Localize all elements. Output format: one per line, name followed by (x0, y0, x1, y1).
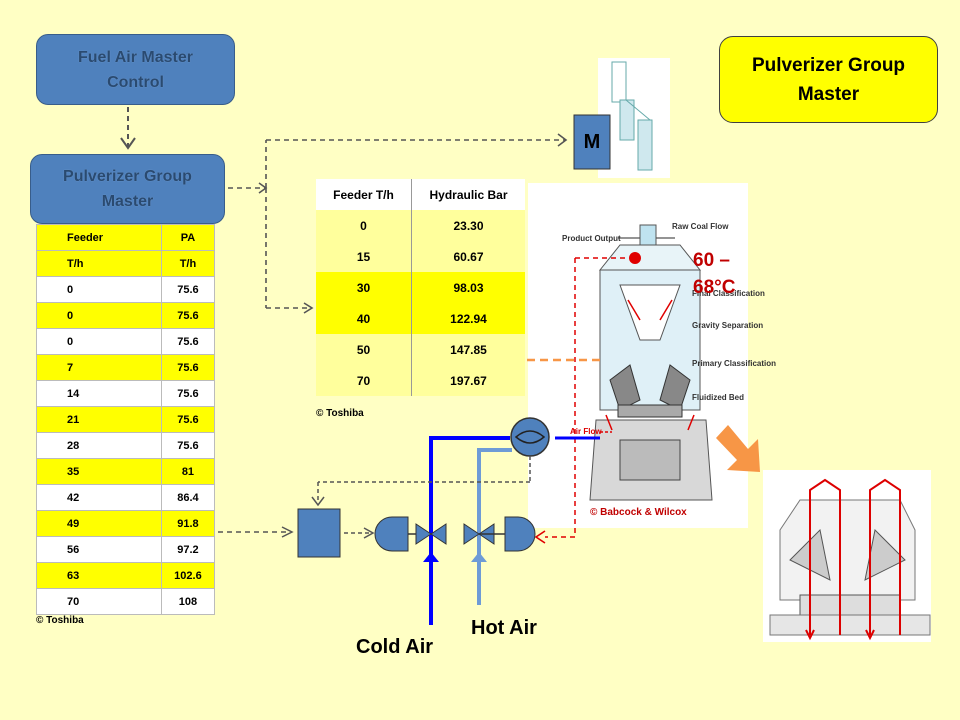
hydraulic-bar-cell: 122.94 (450, 311, 487, 326)
hot-air-label: Hot Air (471, 617, 537, 639)
feeder-cell: 42 (36, 484, 162, 511)
feeder-cell: 14 (36, 380, 162, 407)
motor-box (573, 114, 611, 170)
hot-air-actuator (504, 516, 536, 552)
hydraulic-bar-cell: 60.67 (453, 249, 484, 264)
table-row: 50 147.85 (316, 334, 525, 365)
primary-classification-label: Primary Classification (692, 359, 777, 368)
feeder-header-1: Feeder (36, 224, 162, 251)
cold-air-line (429, 436, 510, 625)
flow-meter-icon (510, 417, 550, 457)
hydraulic-bar-cell: 23.30 (453, 218, 484, 233)
hydraulic-table-header: Feeder T/h Hydraulic Bar (316, 179, 525, 210)
hydraulic-feeder-cell: 70 (316, 365, 412, 396)
feeder-cell: 28 (36, 432, 162, 459)
raw-coal-flow-label: Raw Coal Flow (672, 222, 729, 231)
hydraulic-header-feeder: Feeder T/h (316, 179, 412, 210)
hydraulic-feeder-cell: 40 (316, 303, 412, 334)
pa-cell: 108 (160, 588, 216, 615)
hot-air-arrowhead (471, 552, 487, 562)
hot-air-line (477, 448, 512, 605)
temperature-feedback-loop (545, 257, 628, 538)
fluidized-bed-label: Fluidized Bed (692, 393, 744, 402)
pa-header-1: PA (160, 224, 216, 251)
gravity-separation-label: Gravity Separation (692, 321, 764, 330)
pa-cell: 75.6 (160, 354, 216, 381)
feeder-table-header: Feeder PA (36, 224, 216, 251)
hydraulic-feeder-cell: 50 (316, 334, 412, 365)
fuel-air-master-line1: Fuel Air Master (78, 48, 193, 66)
feeder-cell: 70 (36, 588, 162, 615)
pulverizer-mill-drawing (528, 183, 748, 528)
detail-arrow-icon (716, 425, 760, 472)
pulverizer-master-left-line1: Pulverizer Group (63, 168, 192, 185)
cold-air-arrowhead (423, 552, 439, 562)
feeder-header-2: T/h (36, 250, 162, 277)
temperature-line2: 68°C (693, 277, 736, 298)
mill-detail-drawing (763, 470, 931, 642)
product-output-label: Product Output (562, 234, 621, 243)
fuel-air-master-line2: Control (107, 73, 164, 91)
hydraulic-bar-cell: 147.85 (450, 342, 487, 357)
pulverizer-master-right-line2: Master (797, 83, 860, 105)
table-row: 40 122.94 (316, 303, 525, 334)
table-row: 70 197.67 (316, 365, 525, 396)
temperature-line1: 60 – (693, 250, 730, 271)
feeder-cell: 56 (36, 536, 162, 563)
hydraulic-header-bar: Hydraulic Bar (429, 187, 508, 202)
pa-cell: 75.6 (160, 302, 216, 329)
cold-air-valve-icon (415, 523, 447, 545)
pulverizer-master-left-box: Pulverizer Group Master (30, 154, 225, 224)
motor-label: M (583, 130, 601, 153)
mill-credit: © Babcock & Wilcox (590, 507, 687, 518)
final-classification-label: Final Classification (692, 289, 765, 298)
pa-cell: 75.6 (160, 276, 216, 303)
hydraulic-feeder-cell: 30 (316, 272, 412, 303)
feeder-cell: 0 (36, 276, 162, 303)
cold-air-actuator (374, 516, 409, 552)
hydraulic-feeder-cell: 15 (316, 241, 412, 272)
table-row: 15 60.67 (316, 241, 525, 272)
hydraulic-table-credit: © Toshiba (316, 408, 364, 419)
pulverizer-master-right-line1: Pulverizer Group (751, 54, 906, 76)
pa-cell: 75.6 (160, 380, 216, 407)
pulverizer-master-right-box: Pulverizer Group Master (719, 36, 938, 123)
feeder-cell: 63 (36, 562, 162, 589)
air-flow-label: Air Flow (570, 427, 602, 436)
hydraulic-bar-cell: 98.03 (453, 280, 484, 295)
fuel-air-master-box: Fuel Air Master Control (36, 34, 235, 105)
arrow-pulverizer-to-motor (228, 139, 565, 309)
feeder-table-subheader: T/h T/h (36, 250, 216, 277)
pulverizer-master-left-line2: Master (101, 193, 154, 210)
arrow-master-to-pulverizer (120, 107, 136, 150)
feeder-table-credit: © Toshiba (36, 615, 84, 626)
temperature-label: 60 – 68°C (693, 247, 735, 301)
hydraulic-feeder-cell: 0 (316, 210, 412, 241)
cold-air-label: Cold Air (356, 636, 434, 658)
pa-cell: 102.6 (160, 562, 216, 589)
flow-signal-line (317, 456, 531, 503)
pa-controller-box (297, 508, 341, 558)
table-row: 30 98.03 (316, 272, 525, 303)
pa-cell: 75.6 (160, 432, 216, 459)
pa-cell: 97.2 (160, 536, 216, 563)
hydraulic-bar-cell: 197.67 (450, 373, 487, 388)
